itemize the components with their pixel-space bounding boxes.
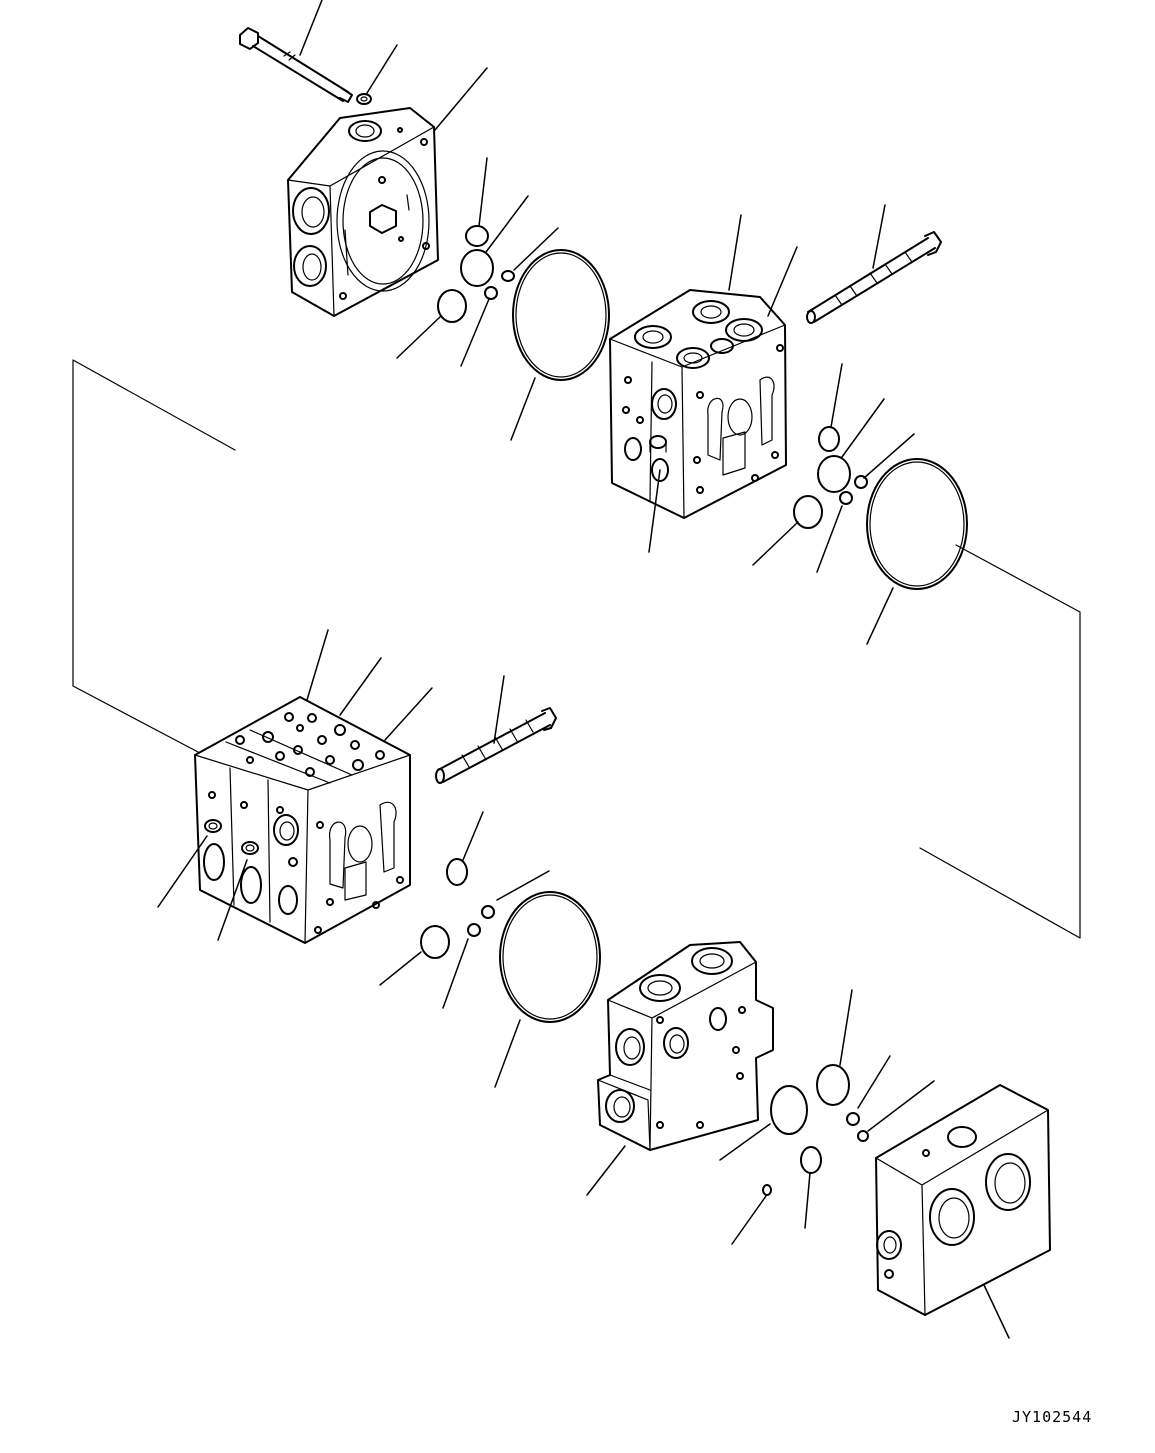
inlet-housing (597, 941, 774, 1151)
tie-bolt (239, 27, 353, 103)
assembly-bracket-lines (72, 359, 1081, 939)
leader-lines (157, 0, 1010, 1339)
inlet-seals (762, 1064, 869, 1196)
upper-valve-seals (793, 426, 968, 590)
drawing-code: JY102544 (1012, 1408, 1093, 1426)
middle-spool (435, 707, 557, 784)
middle-valve-seals (420, 858, 601, 1023)
triple-valve-block (194, 696, 411, 944)
end-cover-seals (437, 225, 610, 381)
end-cover-plate (287, 107, 439, 317)
end-block (875, 1084, 1051, 1316)
upper-spool (806, 231, 942, 324)
upper-valve-section (609, 289, 787, 519)
bolt-washer (356, 93, 372, 105)
